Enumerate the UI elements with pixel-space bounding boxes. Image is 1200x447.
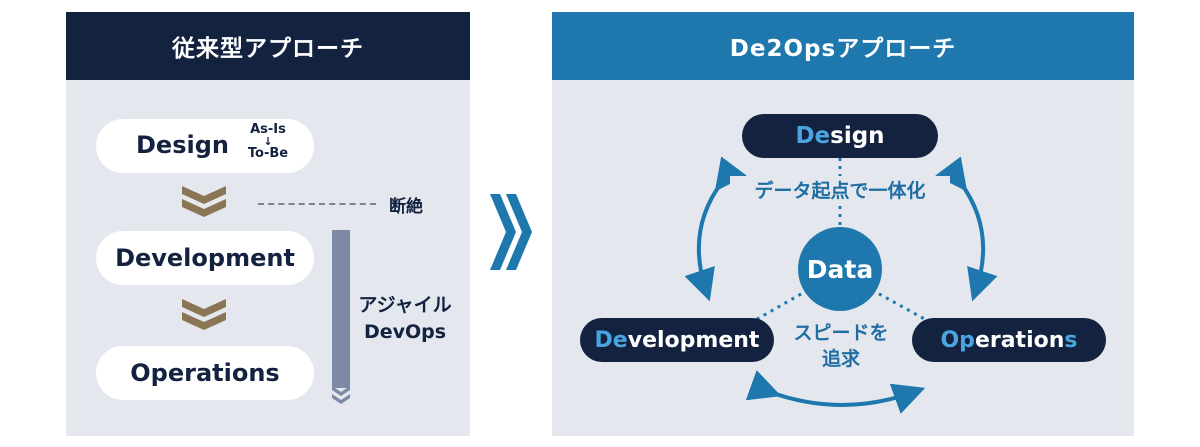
devops-label: DevOps [363, 321, 447, 343]
agile-devops-bar [332, 230, 350, 404]
speed-line-1: スピードを [793, 322, 889, 344]
speed-line-2: 追求 [821, 348, 860, 370]
design-step: Design As-Is ↓ To-Be [96, 119, 314, 173]
disconnect-label: 断絶 [389, 197, 423, 217]
development-highlight: De [594, 327, 628, 353]
operations-step: Operations [96, 346, 314, 400]
de2ops-approach-title: De2Opsアプローチ [552, 12, 1134, 80]
development-rest: velopment [627, 327, 760, 353]
operations-highlight: Op [940, 327, 975, 353]
down-arrow-icon: ↓ [263, 135, 273, 148]
traditional-approach-title: 従来型アプローチ [66, 12, 470, 80]
chevron-down-icon [182, 299, 226, 330]
chevron-down-icon [182, 186, 226, 217]
design-highlight: De [795, 123, 831, 149]
operations-end: s [1064, 327, 1078, 353]
double-chevron-right-icon [490, 194, 532, 270]
as-is-to-be-note: As-Is ↓ To-Be [238, 123, 298, 160]
design-rest: sign [830, 123, 885, 149]
pursue-speed-label: スピードを 追求 [776, 320, 906, 372]
data-driven-unify-label: データ起点で一体化 [730, 176, 950, 203]
data-hub: Data [798, 227, 882, 311]
to-be-label: To-Be [247, 146, 289, 161]
agile-devops-label: アジャイル DevOps [350, 292, 460, 346]
development-step: Development [96, 231, 314, 285]
as-is-label: As-Is [250, 122, 286, 137]
disconnect-dashed-line [258, 203, 376, 205]
de2ops-approach-panel: De2Opsアプローチ [552, 12, 1134, 436]
operations-middle: eration [974, 327, 1065, 353]
design-step-label: Design [136, 131, 229, 159]
agile-label: アジャイル [358, 294, 452, 316]
